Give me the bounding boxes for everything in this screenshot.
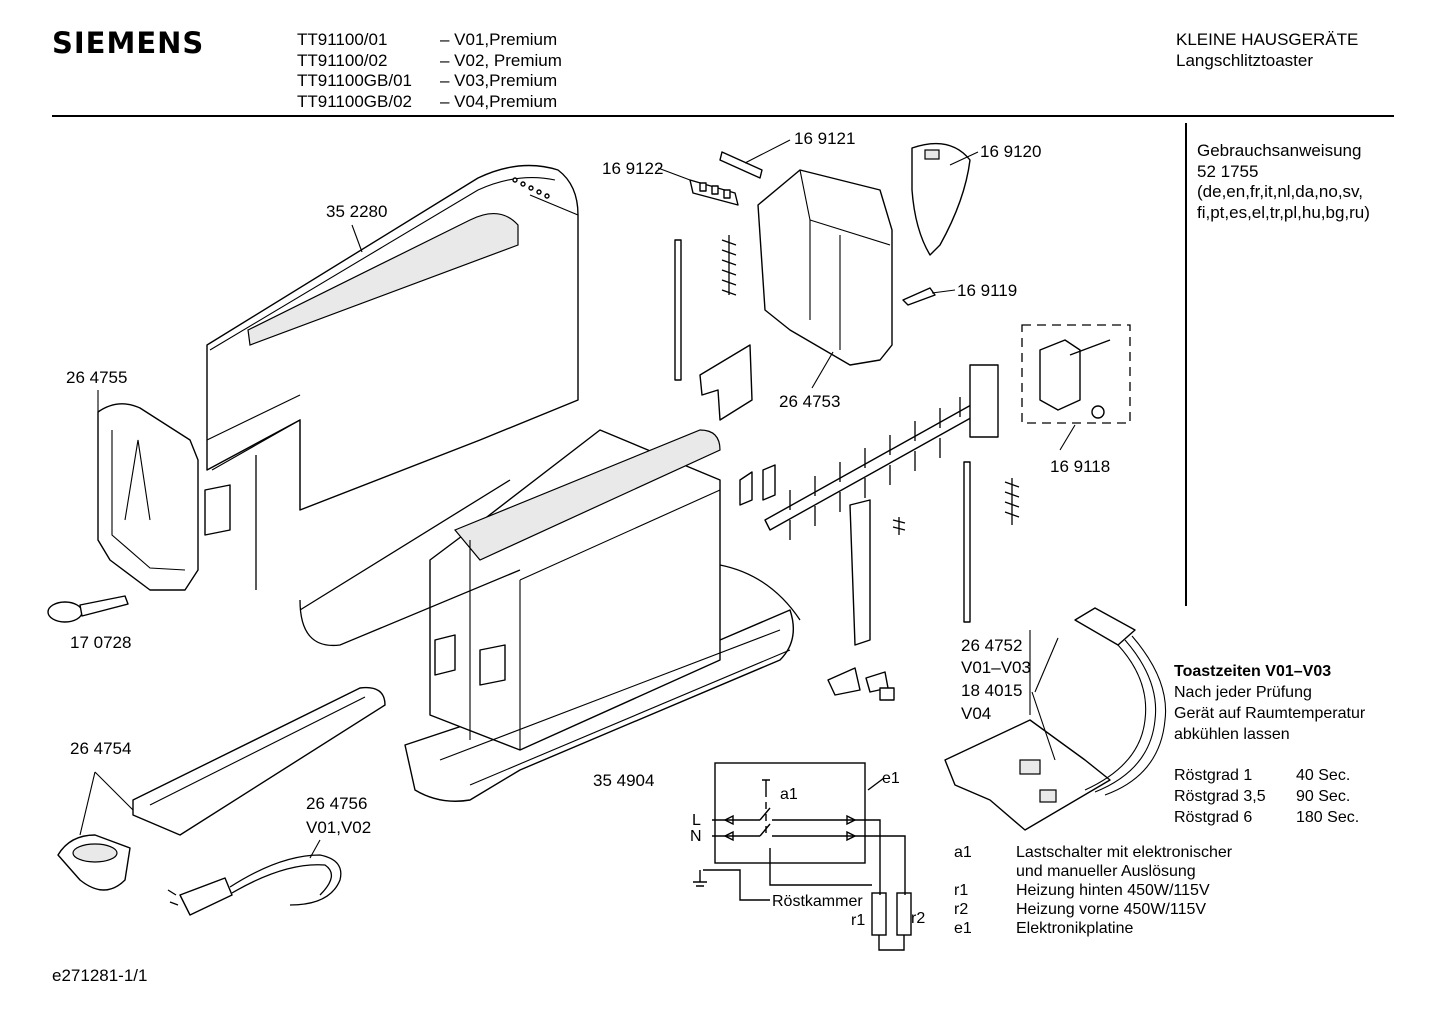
- toast-times-note: abkühlen lassen: [1174, 726, 1290, 743]
- side-divider: [1185, 123, 1187, 606]
- subcategory: Langschlitztoaster: [1176, 50, 1314, 70]
- schematic-N: N: [690, 828, 702, 845]
- label-169122: 16 9122: [602, 159, 664, 178]
- label-170728: 17 0728: [70, 633, 132, 652]
- model-variant: – V02, Premium: [440, 50, 562, 70]
- end-cap-left: [97, 403, 257, 591]
- toast-times: Toastzeiten V01–V03 Nach jeder Prüfung G…: [1174, 661, 1365, 828]
- label-264755: 26 4755: [66, 368, 128, 387]
- model-row: TT91100GB/01 – V03,Premium: [297, 71, 562, 92]
- legend-text: und manueller Auslösung: [1016, 863, 1196, 880]
- label-169119: 16 9119: [957, 281, 1018, 300]
- roast-grade: Röstgrad 6: [1174, 809, 1253, 826]
- manual-title: Gebrauchsanweisung: [1197, 141, 1362, 160]
- legend-row: r1 Heizung hinten 450W/115V: [954, 881, 1232, 900]
- legend-row: und manueller Auslösung: [954, 862, 1232, 881]
- schematic-r2: r2: [911, 910, 926, 927]
- schematic-chamber: Röstkammer: [772, 893, 863, 910]
- roast-grade: Röstgrad 3,5: [1174, 788, 1266, 805]
- clip-part: [902, 287, 936, 306]
- manual-number: 52 1755: [1197, 161, 1259, 181]
- category: KLEINE HAUSGERÄTE: [1176, 30, 1359, 49]
- model-code: TT91100/02: [297, 50, 388, 70]
- brand-logo: SIEMENS: [52, 26, 205, 60]
- legend-text: Heizung hinten 450W/115V: [1016, 882, 1210, 899]
- roast-time: 90 Sec.: [1296, 788, 1351, 805]
- toast-times-note: Nach jeder Prüfung: [1174, 684, 1312, 701]
- roast-time: 40 Sec.: [1296, 767, 1351, 784]
- category-block: KLEINE HAUSGERÄTE Langschlitztoaster: [1176, 30, 1358, 71]
- toast-times-row: Röstgrad 6 180 Sec.: [1174, 807, 1365, 828]
- legend-text: Heizung vorne 450W/115V: [1016, 901, 1207, 918]
- inner-housing: [757, 169, 893, 366]
- side-panel: [911, 142, 971, 256]
- toast-times-row: Röstgrad 1 40 Sec.: [1174, 765, 1365, 786]
- small-switch-parts: [827, 667, 895, 701]
- model-variant: – V01,Premium: [440, 30, 558, 49]
- legend-row: a1 Lastschalter mit elektronischer: [954, 843, 1232, 862]
- model-list: TT91100/01 – V01,Premium TT91100/02 – V02,…: [297, 30, 562, 112]
- model-row: TT91100GB/02 – V04,Premium: [297, 92, 562, 113]
- leader-lines: [79, 139, 1076, 859]
- legend-row: r2 Heizung vorne 450W/115V: [954, 900, 1232, 919]
- model-code: TT91100GB/01: [297, 71, 412, 90]
- model-variant: – V03,Premium: [440, 71, 558, 90]
- schematic-legend: a1 Lastschalter mit elektronischer und ma…: [954, 843, 1232, 938]
- toast-times-title: Toastzeiten V01–V03: [1174, 663, 1332, 680]
- toast-times-table: Röstgrad 1 40 Sec. Röstgrad 3,5 90 Sec. Rö…: [1174, 765, 1365, 828]
- housing-shell: [206, 164, 579, 511]
- roast-time: 180 Sec.: [1296, 809, 1360, 826]
- label-264752-variant: V01–V03: [961, 658, 1031, 677]
- label-264756: 26 4756: [306, 794, 368, 813]
- switch-inset: [1021, 324, 1131, 424]
- schematic-e1: e1: [882, 770, 900, 787]
- manual-info: Gebrauchsanweisung 52 1755 (de,en,fr,it,…: [1197, 141, 1370, 223]
- lever-bar: [739, 364, 999, 646]
- label-184015-variant: V04: [961, 704, 992, 723]
- model-row: TT91100/01 – V01,Premium: [297, 30, 562, 51]
- label-169120: 16 9120: [980, 142, 1042, 161]
- top-small-parts: [689, 151, 763, 206]
- roast-grade: Röstgrad 1: [1174, 767, 1253, 784]
- pcb-board: [944, 607, 1167, 831]
- model-variant: – V04,Premium: [440, 91, 558, 111]
- label-184015: 18 4015: [961, 681, 1023, 700]
- manual-languages: (de,en,fr,it,nl,da,no,sv,: [1197, 182, 1363, 201]
- knob-part: [47, 595, 129, 623]
- power-cord: [167, 854, 342, 916]
- label-169118: 16 9118: [1050, 457, 1111, 476]
- tray-handle: [57, 834, 131, 891]
- label-354904: 35 4904: [593, 771, 655, 790]
- legend-key: r1: [954, 882, 969, 899]
- schematic-r1: r1: [851, 912, 866, 929]
- label-352280: 35 2280: [326, 202, 388, 221]
- base-frame: [299, 429, 801, 802]
- label-264754: 26 4754: [70, 739, 132, 758]
- legend-text: Elektronikplatine: [1016, 920, 1134, 937]
- document-id: e271281-1/1: [52, 966, 148, 985]
- label-264752: 26 4752: [961, 636, 1023, 655]
- schematic-L: L: [692, 812, 701, 829]
- legend-key: e1: [954, 920, 972, 937]
- model-code: TT91100/01: [297, 30, 388, 49]
- legend-key: r2: [954, 901, 969, 918]
- header-divider: [52, 115, 1394, 117]
- legend-text: Lastschalter mit elektronischer: [1016, 844, 1233, 861]
- toast-times-note: Gerät auf Raumtemperatur: [1174, 705, 1366, 722]
- springs-rods: [674, 235, 1020, 623]
- legend-row: e1 Elektronikplatine: [954, 919, 1232, 938]
- legend-key: a1: [954, 844, 972, 861]
- schematic-a1: a1: [780, 786, 798, 803]
- crumb-tray: [132, 686, 386, 836]
- manual-languages: fi,pt,es,el,tr,pl,hu,bg,ru): [1197, 202, 1370, 222]
- circuit-schematic: [693, 762, 912, 951]
- label-264753: 26 4753: [779, 392, 841, 411]
- model-code: TT91100GB/02: [297, 91, 412, 111]
- toast-times-row: Röstgrad 3,5 90 Sec.: [1174, 786, 1365, 807]
- label-169121: 16 9121: [794, 129, 856, 148]
- label-264756-variant: V01,V02: [306, 818, 372, 837]
- model-row: TT91100/02 – V02, Premium: [297, 51, 562, 72]
